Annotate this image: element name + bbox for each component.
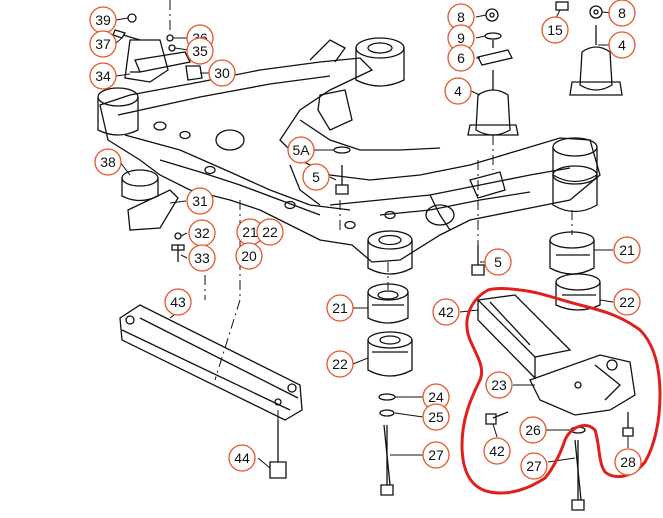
svg-text:22: 22	[619, 294, 635, 310]
left-bracket-assembly	[121, 169, 185, 262]
callout-4-left: 4	[444, 77, 472, 105]
callout-22-right: 22	[613, 288, 641, 316]
svg-text:30: 30	[214, 65, 230, 81]
callout-31: 31	[186, 187, 214, 215]
svg-text:8: 8	[618, 5, 626, 21]
svg-text:15: 15	[547, 22, 563, 38]
callout-37: 37	[89, 30, 117, 58]
svg-text:21: 21	[619, 242, 635, 258]
svg-text:24: 24	[428, 389, 444, 405]
callout-4-right: 4	[608, 31, 636, 59]
callout-44: 44	[228, 444, 256, 472]
callout-38: 38	[94, 148, 122, 176]
right-bush-pair	[549, 231, 601, 311]
callout-23: 23	[485, 371, 513, 399]
callout-42-lower: 42	[483, 437, 511, 465]
svg-text:8: 8	[457, 9, 465, 25]
svg-text:38: 38	[100, 154, 116, 170]
svg-text:5: 5	[312, 169, 320, 185]
engine-mount-left	[467, 8, 519, 136]
callout-28: 28	[614, 448, 642, 476]
callout-43: 43	[164, 288, 192, 316]
callout-15: 15	[541, 16, 569, 44]
callout-21-right: 21	[613, 236, 641, 264]
callout-32: 32	[188, 219, 216, 247]
callout-5A: 5A	[287, 136, 315, 164]
svg-text:34: 34	[95, 68, 111, 84]
svg-text:35: 35	[192, 43, 208, 59]
svg-text:4: 4	[454, 83, 462, 99]
callout-22-left: 22	[256, 218, 284, 246]
svg-text:21: 21	[242, 224, 258, 240]
svg-text:44: 44	[234, 450, 250, 466]
bracket-assembly	[476, 294, 636, 511]
subframe-crossmember	[99, 39, 601, 263]
svg-text:37: 37	[95, 36, 111, 52]
callout-27-right: 27	[520, 452, 548, 480]
callout-20: 20	[235, 242, 263, 270]
callout-42-upper: 42	[432, 298, 460, 326]
svg-text:26: 26	[525, 422, 541, 438]
callout-21-center: 21	[326, 294, 354, 322]
svg-text:5: 5	[494, 254, 502, 270]
svg-text:22: 22	[262, 224, 278, 240]
callout-30: 30	[208, 59, 236, 87]
svg-text:39: 39	[95, 12, 111, 28]
svg-text:32: 32	[194, 225, 210, 241]
lower-crossbar	[119, 304, 303, 479]
svg-text:6: 6	[457, 50, 465, 66]
callout-33: 33	[188, 244, 216, 272]
center-bush-pair	[367, 283, 413, 496]
engine-mount-right	[555, 1, 623, 96]
callout-35: 35	[186, 37, 214, 65]
callout-27-center: 27	[422, 441, 450, 469]
callout-6: 6	[447, 44, 475, 72]
svg-text:31: 31	[192, 193, 208, 209]
svg-text:33: 33	[194, 250, 210, 266]
red-highlight-outline	[460, 287, 662, 495]
lower-frame-bush	[367, 230, 413, 275]
svg-text:42: 42	[489, 443, 505, 459]
svg-text:25: 25	[428, 409, 444, 425]
svg-text:5A: 5A	[292, 142, 310, 158]
leader-lines	[115, 9, 629, 469]
svg-text:27: 27	[526, 458, 542, 474]
svg-text:27: 27	[428, 447, 444, 463]
callout-22-center: 22	[326, 350, 354, 378]
callout-8-right: 8	[608, 0, 636, 27]
callout-39: 39	[89, 6, 117, 34]
svg-text:28: 28	[620, 454, 636, 470]
svg-text:23: 23	[491, 377, 507, 393]
svg-text:20: 20	[241, 248, 257, 264]
callout-5-lower: 5	[484, 248, 512, 276]
callout-26: 26	[519, 416, 547, 444]
svg-text:21: 21	[332, 300, 348, 316]
callout-34: 34	[89, 62, 117, 90]
svg-text:4: 4	[618, 37, 626, 53]
left-rear-mount	[97, 39, 191, 136]
svg-text:42: 42	[438, 304, 454, 320]
center-bolts	[333, 146, 485, 276]
callout-25: 25	[422, 403, 450, 431]
svg-text:9: 9	[457, 30, 465, 46]
callouts: 39 37 34 36 35 30 38 31 32 33 21 22 20 5…	[89, 0, 642, 480]
callout-9: 9	[447, 24, 475, 52]
svg-text:22: 22	[332, 356, 348, 372]
callout-5-upper: 5	[302, 163, 330, 191]
top-center-bush	[355, 37, 405, 87]
callout-21-left: 21	[236, 218, 264, 246]
right-frame-bush	[552, 137, 598, 213]
callout-24: 24	[422, 383, 450, 411]
svg-text:43: 43	[170, 294, 186, 310]
